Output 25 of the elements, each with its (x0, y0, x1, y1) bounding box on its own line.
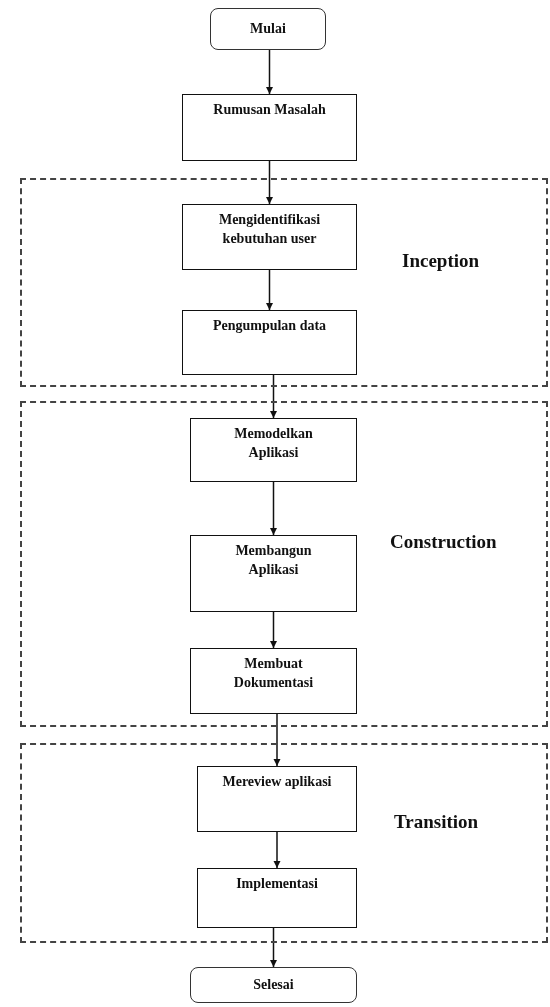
arrow (270, 927, 277, 968)
process-box: Mengidentifikasi kebutuhan user (182, 204, 357, 270)
terminal-box: Mulai (210, 8, 326, 50)
process-box: Pengumpulan data (182, 310, 357, 375)
arrow (273, 831, 281, 869)
phase-label: Construction (390, 531, 497, 553)
process-box: Mereview aplikasi (197, 766, 357, 832)
process-box: Rumusan Masalah (182, 94, 357, 161)
arrow (270, 374, 277, 419)
process-box: Implementasi (197, 868, 357, 928)
terminal-box: Selesai (190, 967, 357, 1003)
arrow (270, 481, 277, 536)
arrow (266, 49, 273, 95)
process-box: Memodelkan Aplikasi (190, 418, 357, 482)
arrow (270, 611, 277, 649)
phase-dashed-box (20, 178, 548, 387)
arrow (266, 160, 273, 205)
process-box: Membangun Aplikasi (190, 535, 357, 612)
process-box: Membuat Dokumentasi (190, 648, 357, 714)
arrow (273, 713, 281, 767)
arrow (266, 269, 273, 311)
phase-dashed-box (20, 401, 548, 727)
phase-label: Transition (394, 811, 479, 833)
phase-label: Inception (402, 250, 480, 272)
phase-dashed-box (20, 743, 548, 943)
